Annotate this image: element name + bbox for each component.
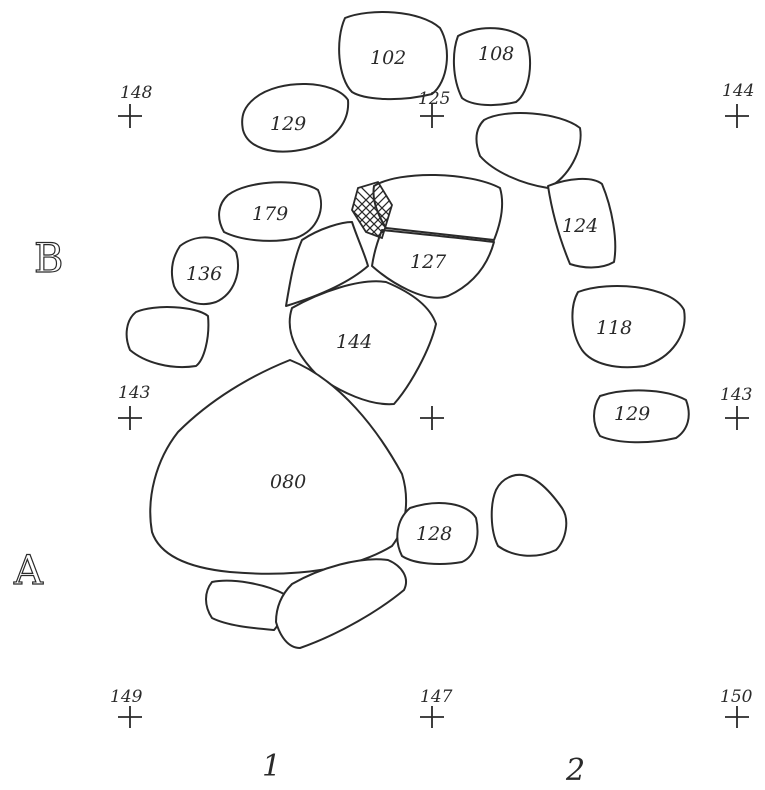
stone-unlabeled-right xyxy=(490,473,568,557)
stone-136 xyxy=(171,236,239,305)
stone-slab-upper xyxy=(372,174,504,241)
datum-cross-148: 148 xyxy=(118,83,153,128)
stone-label-179: 179 xyxy=(252,203,288,225)
stone-label-080: 080 xyxy=(270,471,306,493)
elevation-label-147: 147 xyxy=(420,687,453,707)
datum-cross-147: 147 xyxy=(420,687,453,728)
stone-129-right xyxy=(593,389,690,444)
stone-118 xyxy=(571,285,686,369)
elevation-label-149: 149 xyxy=(110,687,143,707)
elevation-label-144: 144 xyxy=(722,81,754,101)
stone-label-127: 127 xyxy=(410,251,447,273)
elevation-label-148: 148 xyxy=(120,83,153,103)
grid-row-label-a: A xyxy=(13,548,44,594)
stone-144 xyxy=(288,280,437,406)
stone-label-102: 102 xyxy=(370,47,406,69)
elevation-label-125: 125 xyxy=(418,89,450,109)
datum-cross-143-left: 143 xyxy=(118,383,150,430)
datum-cross-center xyxy=(420,406,444,430)
stone-label-129-right: 129 xyxy=(614,403,650,425)
elevation-label-143-right: 143 xyxy=(720,385,752,405)
stone-102 xyxy=(338,11,448,101)
stone-label-136: 136 xyxy=(186,263,222,285)
stone-127 xyxy=(371,229,495,299)
stone-label-129-top: 129 xyxy=(270,113,306,135)
hatched-area-outline xyxy=(351,180,393,240)
stone-unlabeled-topright xyxy=(475,112,582,189)
stone-080 xyxy=(149,359,408,575)
stone-unlabeled-mid xyxy=(285,221,369,307)
stone-label-118: 118 xyxy=(596,317,632,339)
grid-row-label-b: B xyxy=(34,236,63,282)
elevation-label-143-left: 143 xyxy=(118,383,150,403)
stone-unlabeled-bottom-small xyxy=(205,579,285,631)
stone-label-124: 124 xyxy=(562,215,598,237)
stone-179 xyxy=(218,181,322,242)
stone-label-128: 128 xyxy=(416,523,452,545)
stone-124 xyxy=(547,178,617,269)
datum-cross-144: 144 xyxy=(722,81,754,128)
elevation-label-150: 150 xyxy=(720,687,753,707)
grid-column-label-1: 1 xyxy=(262,749,281,784)
stone-label-144: 144 xyxy=(336,331,372,353)
stone-108 xyxy=(452,27,532,107)
stone-129-top xyxy=(241,82,350,153)
datum-cross-149: 149 xyxy=(110,687,143,728)
datum-cross-150: 150 xyxy=(720,687,753,728)
stone-unlabeled-bottom-long xyxy=(275,558,407,649)
grid-column-label-2: 2 xyxy=(565,753,585,788)
datum-cross-125: 125 xyxy=(418,89,450,128)
stone-label-108: 108 xyxy=(478,43,514,65)
stone-unlabeled-left xyxy=(125,306,210,368)
stone-128 xyxy=(396,502,479,565)
datum-cross-143-right: 143 xyxy=(720,385,752,430)
